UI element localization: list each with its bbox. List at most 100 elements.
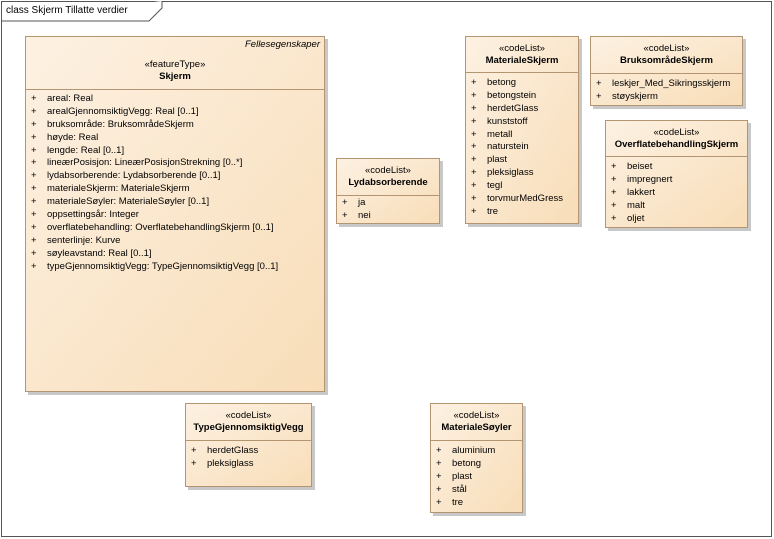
attribute-row: + leskjer_Med_Sikringsskjerm	[591, 78, 742, 91]
class-separator	[186, 440, 311, 441]
attribute-row: + tegl	[466, 180, 578, 193]
attribute-text: typeGjennomsiktigVegg: TypeGjennomsiktig…	[47, 260, 279, 272]
attribute-row: +lakkert	[606, 187, 747, 200]
class-name: MaterialeSkjerm	[485, 55, 559, 66]
attribute-row: +senterlinje: Kurve	[26, 235, 324, 248]
attribute-text: støyskjerm	[612, 90, 658, 102]
attribute-text: kunststoff	[487, 115, 528, 127]
attribute-text: stål	[452, 483, 467, 495]
attribute-row: + typeGjennomsiktigVegg: TypeGjennomsikti…	[26, 261, 324, 274]
visibility-marker: +	[436, 496, 442, 508]
class-tag: Fellesegenskaper	[245, 39, 320, 50]
visibility-marker: +	[611, 173, 617, 185]
class-separator	[337, 195, 439, 196]
attribute-text: pleksiglass	[487, 167, 534, 179]
class-overflatebehandling-skjerm[interactable]: «codeList» OverflatebehandlingSkjerm +be…	[605, 120, 748, 228]
attribute-row: + betongstein	[466, 90, 578, 103]
visibility-marker: +	[471, 77, 477, 88]
attribute-row: + areal: Real	[26, 93, 324, 106]
attribute-row: + impregnert	[606, 174, 747, 187]
class-name: BruksområdeSkjerm	[620, 55, 713, 66]
attribute-row: +lydabsorberende: Lydabsorberende [0..1]	[26, 170, 324, 183]
attribute-row: + pleksiglass	[466, 167, 578, 180]
visibility-marker: +	[31, 131, 37, 143]
class-lydabsorberende[interactable]: «codeList» Lydabsorberende +ja+nei	[336, 158, 440, 224]
visibility-marker: +	[436, 457, 442, 469]
attribute-text: tegl	[487, 180, 503, 192]
attribute-row: +malt	[606, 200, 747, 213]
class-stereotype: «codeList»	[225, 410, 272, 421]
class-bruksomrade-skjerm[interactable]: «codeList» BruksområdeSkjerm +leskjer_Me…	[590, 36, 743, 106]
class-name: OverflatebehandlingSkjerm	[614, 139, 739, 150]
attribute-row: +lengde: Real [0..1]	[26, 145, 324, 158]
class-materiale-skjerm[interactable]: «codeList» MaterialeSkjerm + betong + beton…	[465, 36, 579, 224]
visibility-marker: +	[31, 209, 37, 221]
attribute-text: oljet	[627, 212, 645, 224]
attribute-text: lydabsorberende: Lydabsorberende [0..1]	[47, 170, 221, 182]
visibility-marker: +	[31, 260, 37, 272]
attribute-row: +arealGjennomsiktigVegg: Real [0..1]	[26, 106, 324, 119]
class-type-gjennomsiktig-vegg[interactable]: «codeList» TypeGjennomsiktigVegg +herdet…	[185, 403, 312, 487]
attribute-text: naturstein	[487, 141, 529, 153]
attribute-row: +bruksområde: BruksområdeSkjerm	[26, 119, 324, 132]
attribute-row: + naturstein	[466, 141, 578, 154]
attribute-text: leskjer_Med_Sikringsskjerm	[612, 78, 731, 89]
attribute-text: overflatebehandling: Overflatebehandling…	[47, 221, 274, 233]
attribute-row: +tre	[466, 206, 578, 219]
attribute-row: +høyde: Real	[26, 132, 324, 145]
visibility-marker: +	[471, 180, 477, 192]
attribute-row: +aluminium	[431, 445, 522, 458]
attribute-text: oppsettingsår: Integer	[47, 209, 139, 221]
frame-title-tab	[1, 1, 163, 22]
attribute-text: plast	[452, 470, 473, 482]
class-separator	[431, 440, 522, 441]
class-stereotype: «codeList»	[365, 165, 411, 176]
visibility-marker: +	[436, 483, 442, 495]
attribute-text: pleksiglass	[207, 457, 254, 469]
attribute-text: nei	[358, 209, 371, 221]
attribute-row: +oljet	[606, 213, 747, 226]
class-stereotype: «codeList»	[453, 410, 500, 421]
attribute-row: +torvmurMedGress	[466, 193, 578, 206]
attribute-text: areal: Real	[47, 93, 93, 104]
visibility-marker: +	[471, 128, 477, 140]
attribute-row: + betong	[466, 77, 578, 90]
attribute-row: +betong	[431, 458, 522, 471]
attribute-text: ja	[358, 197, 366, 208]
attribute-row: +herdetGlass	[466, 103, 578, 116]
visibility-marker: +	[596, 78, 602, 89]
visibility-marker: +	[611, 186, 617, 198]
class-stereotype: «featureType»	[144, 59, 206, 70]
attribute-text: betongstein	[487, 89, 537, 101]
visibility-marker: +	[436, 470, 442, 482]
attribute-list: + areal: Real +arealGjennomsiktigVegg: Rea…	[26, 93, 324, 273]
visibility-marker: +	[471, 115, 477, 127]
visibility-marker: +	[471, 167, 477, 179]
attribute-text: materialeSkjerm: MaterialeSkjerm	[47, 183, 190, 195]
visibility-marker: +	[31, 105, 37, 117]
class-stereotype: «codeList»	[499, 43, 545, 54]
visibility-marker: +	[436, 445, 442, 456]
class-name: Skjerm	[159, 71, 191, 82]
visibility-marker: +	[471, 89, 477, 101]
visibility-marker: +	[31, 183, 37, 195]
attribute-text: malt	[627, 199, 645, 211]
class-skjerm[interactable]: Fellesegenskaper «featureType» Skjerm +a…	[25, 36, 325, 392]
class-separator	[26, 89, 324, 90]
attribute-text: lineærPosisjon: LineærPosisjonStrekning …	[47, 157, 243, 169]
visibility-marker: +	[31, 196, 37, 208]
visibility-marker: +	[342, 209, 348, 221]
attribute-text: betong	[487, 77, 517, 88]
class-materiale-soyler[interactable]: «codeList» MaterialeSøyler +aluminium+be…	[430, 403, 523, 513]
attribute-text: impregnert	[627, 173, 673, 185]
visibility-marker: +	[471, 154, 477, 166]
visibility-marker: +	[191, 457, 197, 469]
attribute-text: lengde: Real [0..1]	[47, 144, 125, 156]
visibility-marker: +	[31, 93, 37, 104]
visibility-marker: +	[471, 141, 477, 153]
visibility-marker: +	[31, 157, 37, 169]
attribute-row: + nei	[337, 210, 439, 223]
attribute-row: + kunststoff	[466, 116, 578, 129]
attribute-row: + pleksiglass	[186, 458, 311, 471]
attribute-text: herdetGlass	[207, 445, 259, 456]
